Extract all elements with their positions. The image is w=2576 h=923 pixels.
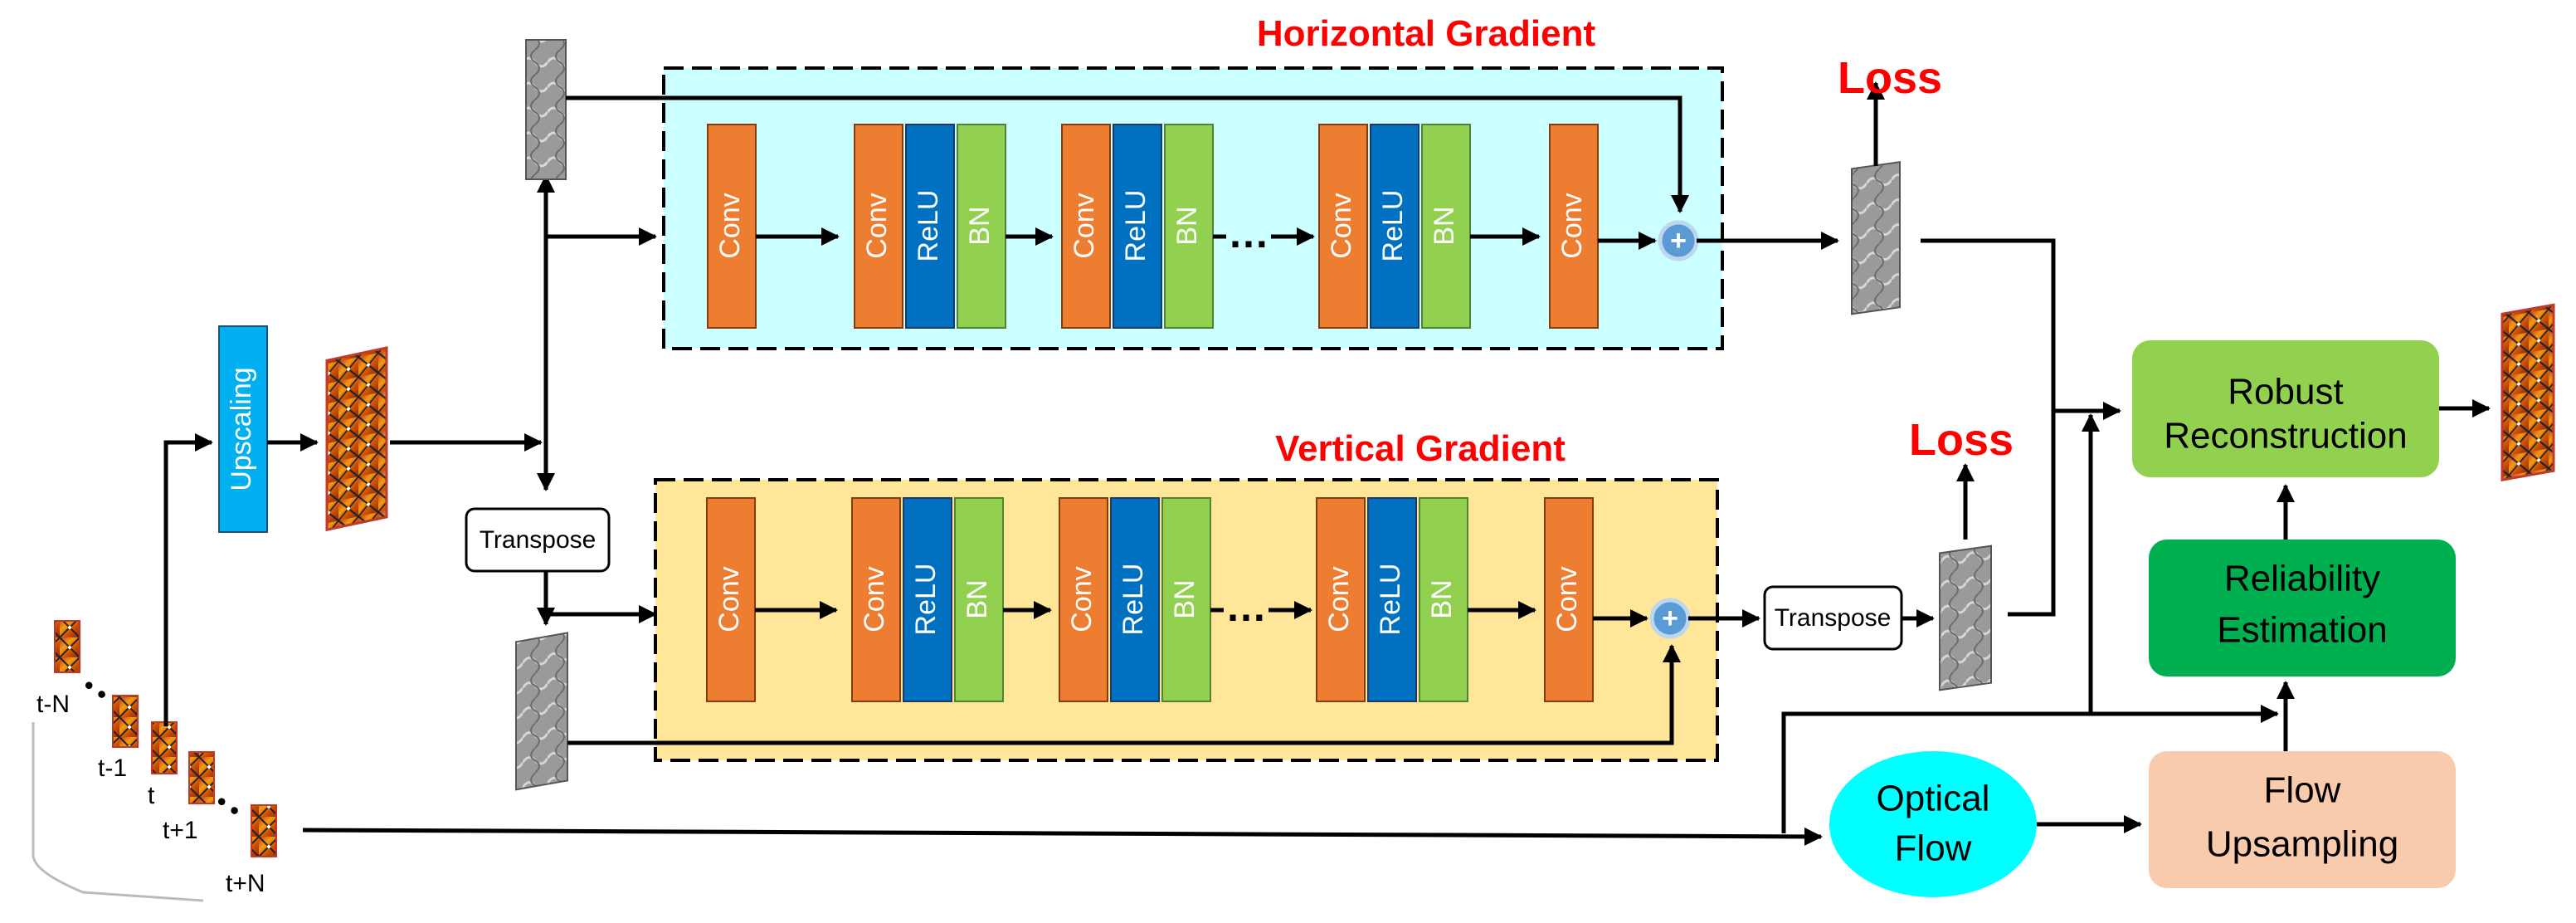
vertical-output-image <box>1939 545 1992 691</box>
h-bn-1 <box>957 124 1006 329</box>
h-relu-2-label: ReLU <box>1120 190 1152 262</box>
v-relu-1-label: ReLU <box>910 564 942 636</box>
h-relu-3-label: ReLU <box>1377 190 1409 262</box>
h-bn-2-label: BN <box>1171 206 1203 245</box>
v-plus-glyph: + <box>1662 603 1678 634</box>
h-conv-4 <box>1318 124 1368 329</box>
v-conv-5-label: Conv <box>1551 566 1583 632</box>
h-conv-3-label: Conv <box>1069 193 1100 258</box>
output-frame <box>2501 303 2555 481</box>
h-bn-2 <box>1164 124 1214 329</box>
reliability-estimation-box <box>2149 540 2456 676</box>
h-conv-1 <box>707 124 757 329</box>
h-conv-5-label: Conv <box>1556 193 1588 258</box>
optical-line2: Flow <box>1895 828 1972 869</box>
label-t-minus-1: t-1 <box>98 755 127 782</box>
label-t-plus-n: t+N <box>226 870 265 897</box>
h-conv-4-label: Conv <box>1326 193 1357 258</box>
v-bn-3-label: BN <box>1426 579 1458 618</box>
robust-line1: Robust <box>2228 372 2343 413</box>
h-plus-glyph: + <box>1670 225 1687 256</box>
h-relu-3 <box>1370 124 1419 329</box>
v-conv-3-label: Conv <box>1066 566 1098 632</box>
v-conv-1-label: Conv <box>713 566 745 632</box>
loss-label-bottom: Loss <box>1909 415 2014 465</box>
transpose-box-left <box>465 507 611 573</box>
v-bn-2-label: BN <box>1169 579 1200 618</box>
label-t: t <box>148 782 155 809</box>
dots-upper: • • <box>77 672 113 709</box>
h-relu-1-label: ReLU <box>913 190 944 262</box>
frame-t-minus-n <box>54 620 80 673</box>
h-relu-2 <box>1113 124 1162 329</box>
robust-line2: Reconstruction <box>2164 416 2407 457</box>
flow-upsampling-box <box>2149 751 2456 888</box>
v-ellipsis: … <box>1225 584 1267 630</box>
label-t-plus-1: t+1 <box>163 817 198 844</box>
v-relu-3-label: ReLU <box>1375 564 1406 636</box>
upscaling-label: Upscaling <box>226 367 257 491</box>
robust-reconstruction-box <box>2132 340 2439 477</box>
v-bn-2 <box>1161 497 1211 702</box>
loss-label-top: Loss <box>1838 53 1942 103</box>
vertical-gradient-title: Vertical Gradient <box>1275 428 1566 469</box>
upscaled-frame <box>325 346 388 532</box>
h-conv-1-label: Conv <box>714 193 746 258</box>
v-relu-2-label: ReLU <box>1118 564 1149 636</box>
h-conv-3 <box>1061 124 1111 329</box>
h-conv-2 <box>854 124 903 329</box>
v-conv-3 <box>1059 497 1108 702</box>
frame-t-plus-1 <box>188 751 215 804</box>
v-conv-2 <box>851 497 901 702</box>
v-conv-4 <box>1316 497 1366 702</box>
h-bn-3 <box>1421 124 1471 329</box>
vertical-gradient-image <box>515 632 568 791</box>
v-conv-1 <box>706 497 756 702</box>
v-relu-3 <box>1367 497 1417 702</box>
reliability-line1: Reliability <box>2224 559 2380 599</box>
label-t-minus-n: t-N <box>37 691 70 718</box>
h-conv-2-label: Conv <box>861 193 893 258</box>
reliability-line2: Estimation <box>2217 610 2387 651</box>
frame-t-minus-1 <box>112 695 139 748</box>
v-conv-4-label: Conv <box>1323 566 1355 632</box>
horizontal-cnn: Conv Conv ReLU BN Conv ReLU BN … Conv Re… <box>707 124 1699 329</box>
transpose-left-label: Transpose <box>480 526 597 554</box>
flow-upsampling-line2: Upsampling <box>2206 824 2398 865</box>
h-conv-5 <box>1549 124 1599 329</box>
horizontal-gradient-title: Horizontal Gradient <box>1257 13 1596 54</box>
h-bn-3-label: BN <box>1429 206 1460 245</box>
transpose-right-label: Transpose <box>1775 604 1892 632</box>
optical-line1: Optical <box>1877 779 1990 819</box>
v-conv-2-label: Conv <box>859 566 890 632</box>
upscaling-block <box>218 325 268 533</box>
horizontal-gradient-image <box>525 39 567 180</box>
h-ellipsis: … <box>1228 210 1269 256</box>
v-conv-5 <box>1544 497 1594 702</box>
v-bn-1 <box>954 497 1004 702</box>
h-relu-1 <box>905 124 955 329</box>
v-bn-3 <box>1419 497 1468 702</box>
v-relu-2 <box>1110 497 1160 702</box>
h-bn-1-label: BN <box>964 206 996 245</box>
dots-lower: • • <box>210 789 246 825</box>
frame-t <box>151 721 178 774</box>
vertical-cnn: Conv Conv ReLU BN Conv ReLU BN … Conv Re… <box>706 497 1691 702</box>
v-bn-1-label: BN <box>962 579 993 618</box>
frame-t-plus-n <box>251 804 277 857</box>
flow-upsampling-line1: Flow <box>2264 770 2341 811</box>
horizontal-output-image <box>1851 161 1901 315</box>
optical-flow-ellipse <box>1829 751 2037 897</box>
input-frames: • • • • t-N t-1 t t+1 t+N <box>32 620 277 902</box>
v-relu-1 <box>903 497 952 702</box>
